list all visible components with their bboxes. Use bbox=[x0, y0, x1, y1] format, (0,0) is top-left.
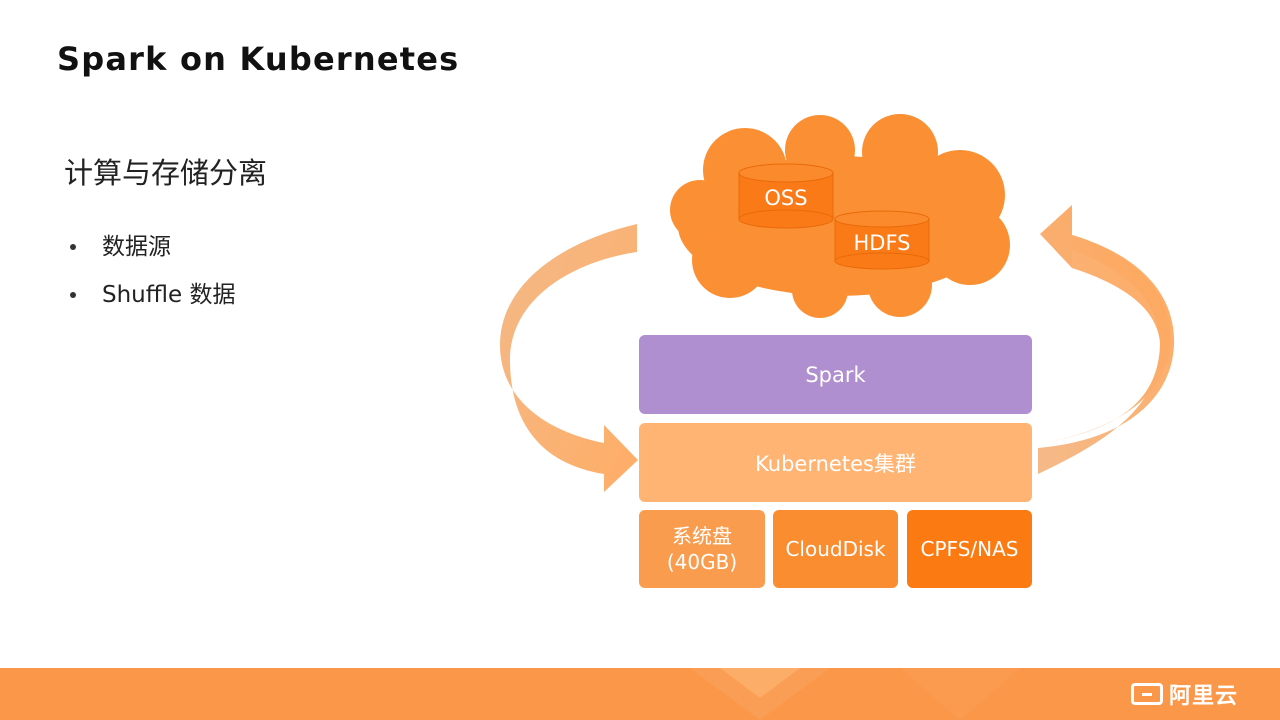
spark-label: Spark bbox=[805, 362, 866, 387]
right-arrow bbox=[1038, 205, 1171, 444]
bullet-item: 数据源 bbox=[66, 223, 235, 271]
system-disk-box: 系统盘 (40GB) bbox=[639, 510, 765, 588]
kubernetes-cluster-layer: Kubernetes集群 bbox=[639, 423, 1032, 502]
bullet-dot bbox=[70, 292, 76, 298]
section-heading: 计算与存储分离 bbox=[64, 156, 268, 190]
oss-label: OSS bbox=[764, 186, 807, 210]
right-arrow-band bbox=[1038, 235, 1175, 474]
system-disk-label: 系统盘 bbox=[672, 524, 732, 548]
bullet-item: Shuffle 数据 bbox=[66, 271, 235, 319]
left-arrow bbox=[500, 224, 638, 492]
bullet-text: Shuffle 数据 bbox=[102, 282, 236, 308]
clouddisk-label: CloudDisk bbox=[785, 537, 886, 561]
cpfs-nas-box: CPFS/NAS bbox=[907, 510, 1032, 588]
system-disk-size: (40GB) bbox=[666, 550, 738, 574]
bullet-dot bbox=[70, 244, 76, 250]
cpfs-nas-label: CPFS/NAS bbox=[920, 537, 1019, 561]
spark-layer: Spark bbox=[639, 335, 1032, 414]
page-title: Spark on Kubernetes bbox=[57, 40, 460, 78]
oss-cylinder-icon: OSS bbox=[738, 163, 834, 229]
kubernetes-cluster-label: Kubernetes集群 bbox=[755, 451, 916, 476]
hdfs-label: HDFS bbox=[853, 231, 910, 255]
footer-bar: 阿里云 bbox=[0, 668, 1280, 720]
alibaba-cloud-logo-icon bbox=[1130, 683, 1163, 705]
alibaba-cloud-logo: 阿里云 bbox=[1130, 679, 1238, 709]
logo-text: 阿里云 bbox=[1168, 684, 1238, 709]
footer-decoration bbox=[690, 668, 1020, 720]
bullet-text: 数据源 bbox=[102, 234, 171, 260]
hdfs-cylinder-icon: HDFS bbox=[834, 210, 930, 270]
bullet-list: 数据源 Shuffle 数据 bbox=[66, 223, 235, 319]
clouddisk-box: CloudDisk bbox=[773, 510, 898, 588]
